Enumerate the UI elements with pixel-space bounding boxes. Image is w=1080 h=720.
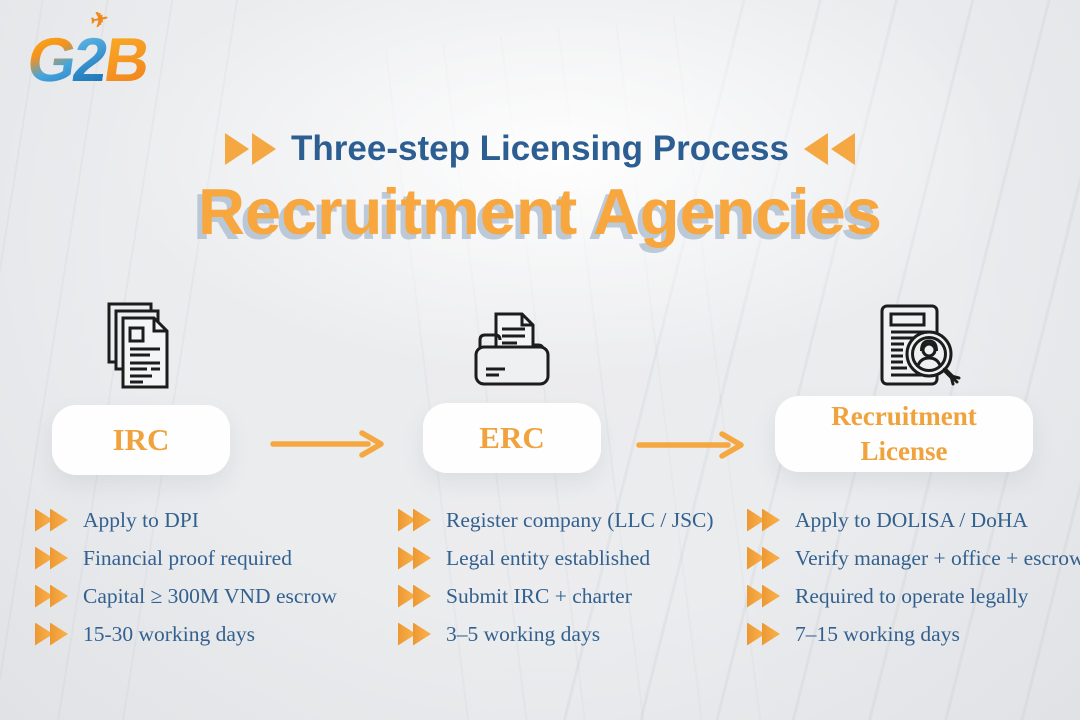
rewind-icon <box>803 133 855 165</box>
license-bullet-list: Apply to DOLISA / DoHA Verify manager + … <box>747 501 1080 653</box>
fast-forward-bullet-icon <box>398 546 431 570</box>
list-item: Capital ≥ 300M VND escrow <box>35 577 337 615</box>
step-label: IRC <box>112 422 170 457</box>
step-card-erc: ERC <box>423 403 601 473</box>
g2b-logo: G2B ✈ <box>22 8 205 106</box>
subtitle: Three-step Licensing Process <box>291 129 789 168</box>
list-item: 3–5 working days <box>398 615 714 653</box>
folder-document-icon <box>472 309 552 389</box>
erc-bullet-list: Register company (LLC / JSC) Legal entit… <box>398 501 714 653</box>
fast-forward-bullet-icon <box>35 508 68 532</box>
airplane-icon: ✈ <box>89 7 107 34</box>
step-label: ERC <box>479 420 545 455</box>
fast-forward-bullet-icon <box>35 546 68 570</box>
fast-forward-bullet-icon <box>35 622 68 646</box>
bullet-text: Financial proof required <box>83 545 292 570</box>
bullet-text: Legal entity established <box>446 545 651 570</box>
fast-forward-bullet-icon <box>398 622 431 646</box>
fast-forward-bullet-icon <box>398 584 431 608</box>
fast-forward-bullet-icon <box>35 584 68 608</box>
list-item: Legal entity established <box>398 539 714 577</box>
irc-bullet-list: Apply to DPI Financial proof required Ca… <box>35 501 337 653</box>
bullet-text: 3–5 working days <box>446 621 601 646</box>
fast-forward-bullet-icon <box>747 584 780 608</box>
fast-forward-bullet-icon <box>747 622 780 646</box>
page-title: Recruitment Agencies <box>198 175 882 248</box>
list-item: Verify manager + office + escrow <box>747 539 1080 577</box>
bullet-text: Verify manager + office + escrow <box>795 545 1080 570</box>
bullet-text: 7–15 working days <box>795 621 960 646</box>
fast-forward-icon <box>225 133 277 165</box>
subtitle-row: Three-step Licensing Process <box>0 129 1080 169</box>
list-item: Financial proof required <box>35 539 337 577</box>
list-item: Apply to DPI <box>35 501 337 539</box>
list-item: Apply to DOLISA / DoHA <box>747 501 1080 539</box>
list-item: Register company (LLC / JSC) <box>398 501 714 539</box>
fast-forward-bullet-icon <box>398 508 431 532</box>
bullet-text: Required to operate legally <box>795 583 1029 608</box>
arrow-right-icon <box>634 429 754 466</box>
fast-forward-bullet-icon <box>747 508 780 532</box>
list-item: 7–15 working days <box>747 615 1080 653</box>
step-card-irc: IRC <box>52 405 230 475</box>
list-item: 15-30 working days <box>35 615 337 653</box>
bullet-text: Capital ≥ 300M VND escrow <box>83 583 337 608</box>
step-label: Recruitment License <box>831 400 977 466</box>
bullet-text: Submit IRC + charter <box>446 583 632 608</box>
list-item: Submit IRC + charter <box>398 577 714 615</box>
arrow-right-icon <box>268 428 394 465</box>
documents-stack-icon <box>102 301 172 391</box>
bullet-text: 15-30 working days <box>83 621 255 646</box>
list-item: Required to operate legally <box>747 577 1080 615</box>
fast-forward-bullet-icon <box>747 546 780 570</box>
bullet-text: Apply to DPI <box>83 507 199 532</box>
bullet-text: Apply to DOLISA / DoHA <box>795 507 1028 532</box>
candidate-search-icon <box>874 304 962 392</box>
bullet-text: Register company (LLC / JSC) <box>446 507 714 532</box>
step-card-recruitment-license: Recruitment License <box>775 396 1033 472</box>
